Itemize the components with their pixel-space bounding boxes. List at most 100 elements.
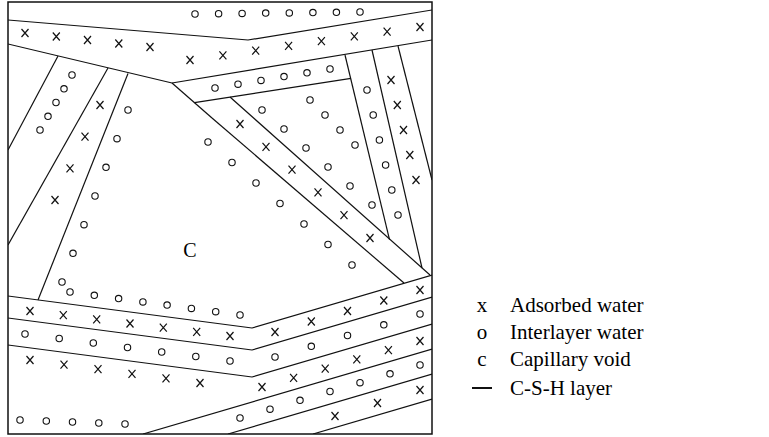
circle-mark [308,343,314,349]
circle-mark [303,145,309,151]
circle-mark [272,354,278,360]
adsorbed-water-symbol [263,143,270,151]
cross-mark [27,356,34,364]
circle-mark [263,10,269,16]
circle-mark [325,241,331,247]
circle-mark [381,322,387,328]
interlayer-water-symbol [277,200,283,206]
cross-mark [417,386,424,394]
csh-layer [8,10,432,40]
cross-mark [163,374,170,382]
interlayer-water-symbol [327,388,333,394]
interlayer-water-symbol [370,112,376,118]
interlayer-water-symbol [333,9,339,15]
adsorbed-water-symbol [385,346,392,354]
circle-mark [322,112,328,118]
interlayer-water-symbol [227,358,233,364]
circle-mark [239,10,245,16]
adsorbed-water-symbol [351,32,358,40]
circle-mark [69,72,75,78]
adsorbed-water-symbol [353,355,360,363]
circle-mark [215,11,221,17]
interlayer-water-symbol [357,9,363,15]
interlayer-water-symbol [53,99,59,105]
cross-mark [374,399,381,407]
cross-mark [61,361,68,369]
csh-layer [398,46,432,180]
interlayer-water-symbol [237,415,243,421]
adsorbed-water-symbol [127,320,134,328]
cross-mark [332,412,339,420]
legend-text: C-S-H layer [510,378,612,399]
cross-mark [285,42,292,50]
adsorbed-water-symbol [60,311,67,319]
interlayer-water-symbol [56,335,62,341]
legend-line-sample [472,387,492,389]
adsorbed-water-symbol [27,356,34,364]
interlayer-water-symbol [205,139,211,145]
interlayer-water-symbol [327,66,333,72]
interlayer-water-symbol [70,250,76,256]
adsorbed-water-symbol [400,126,407,134]
circle-mark [159,349,165,355]
circle-mark [70,250,76,256]
circle-mark [56,335,62,341]
adsorbed-water-symbol [388,76,395,84]
interlayer-water-symbol [115,295,121,301]
adsorbed-water-symbol [380,297,387,305]
csh-layer [195,78,352,102]
adsorbed-water-symbol [332,412,339,420]
adsorbed-water-symbol [417,337,424,345]
cross-mark [93,315,100,323]
legend-text: Adsorbed water [510,295,644,316]
cross-mark [227,332,234,340]
adsorbed-water-symbol [394,101,401,109]
cross-mark [259,383,266,391]
circle-mark [307,97,313,103]
circle-mark [357,380,363,386]
interlayer-water-symbol [417,311,423,317]
interlayer-water-symbol [67,289,73,295]
circle-mark [417,362,423,368]
cross-mark [344,307,351,315]
circle-mark [237,312,243,318]
circle-mark [281,126,287,132]
circle-mark [103,164,109,170]
interlayer-water-symbol [369,202,375,208]
circle-mark [395,212,401,218]
circle-mark [229,159,235,165]
legend-symbol: x [477,295,488,316]
cross-mark [129,370,136,378]
interlayer-water-symbol [92,193,98,199]
circle-mark [357,9,363,15]
adsorbed-water-symbol [95,365,102,373]
circle-mark [115,295,121,301]
circle-mark [301,221,307,227]
cross-mark [147,43,154,51]
circle-mark [140,299,146,305]
circle-mark [376,137,382,143]
legend-text: Capillary void [510,349,631,370]
adsorbed-water-symbol [344,307,351,315]
circle-mark [59,279,65,285]
adsorbed-water-symbol [384,28,391,36]
cross-mark [52,196,59,204]
interlayer-water-symbol [90,340,96,346]
cross-mark [187,56,194,64]
cross-mark [27,307,34,315]
cross-mark [400,126,407,134]
circle-mark [352,142,358,148]
csh-layer [228,374,432,434]
circle-mark [349,262,355,268]
csh-layer [313,399,432,434]
circle-mark [67,289,73,295]
interlayer-water-symbol [281,73,287,79]
adsorbed-water-symbol [237,120,244,128]
interlayer-water-symbol [258,77,264,83]
adsorbed-water-symbol [413,176,420,184]
circle-mark [297,397,303,403]
csh-layer [212,118,404,283]
csh-layer [8,275,432,328]
interlayer-water-symbol [381,322,387,328]
interlayer-water-symbol [304,70,310,76]
